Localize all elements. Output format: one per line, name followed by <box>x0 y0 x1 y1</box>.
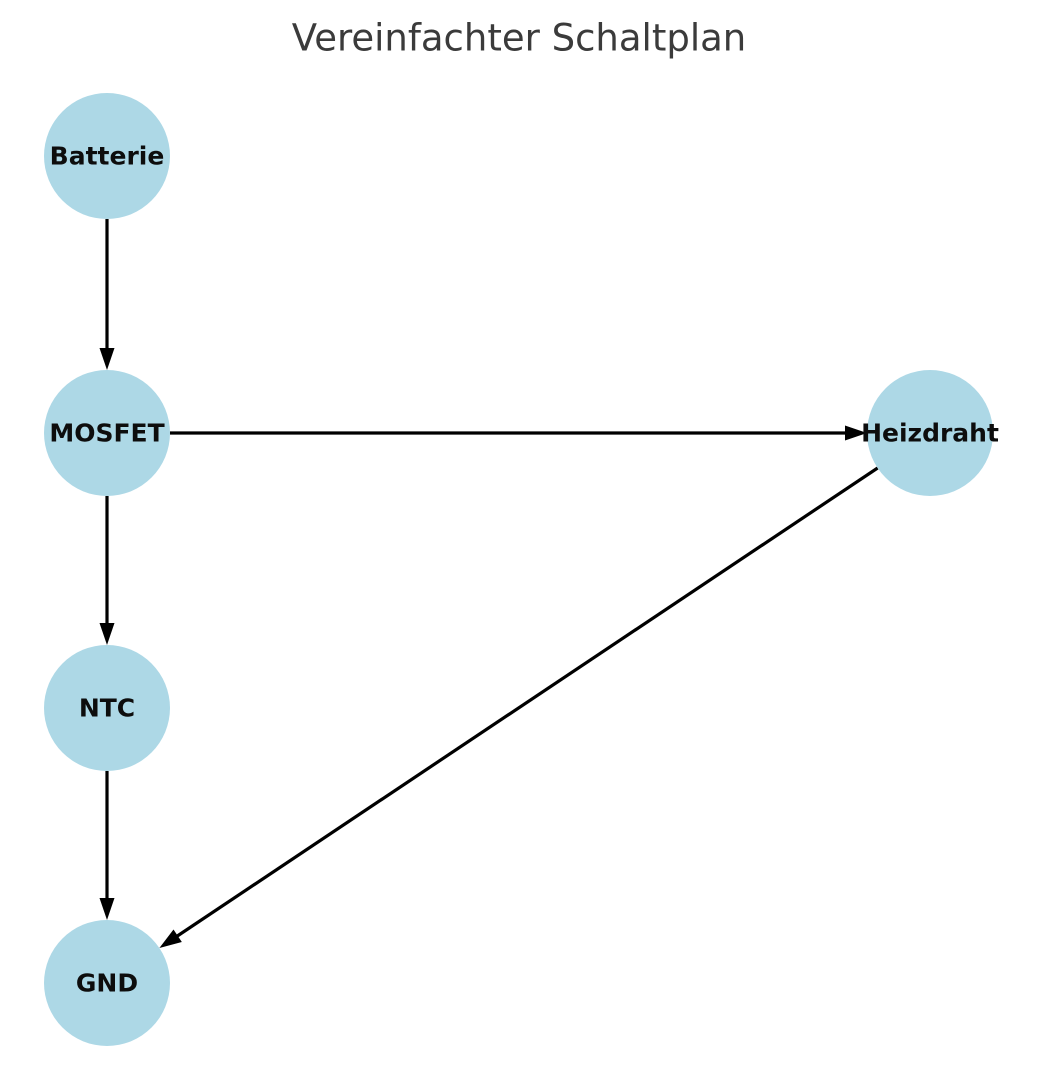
edge-arrowhead <box>99 898 115 920</box>
edge-mosfet-to-heizdraht <box>170 425 867 441</box>
node-mosfet[interactable]: MOSFET <box>44 370 170 496</box>
node-label-gnd: GND <box>76 969 138 998</box>
node-circle-mosfet[interactable] <box>44 370 170 496</box>
node-circle-heizdraht[interactable] <box>867 370 993 496</box>
edge-arrowhead <box>845 425 867 441</box>
node-batterie[interactable]: Batterie <box>44 93 170 219</box>
node-label-batterie: Batterie <box>50 142 165 171</box>
node-label-mosfet: MOSFET <box>49 419 164 448</box>
edge-ntc-to-gnd <box>99 771 115 920</box>
edge-arrowhead <box>159 929 182 948</box>
edge-batterie-to-mosfet <box>99 219 115 370</box>
node-label-ntc: NTC <box>79 694 135 723</box>
edge-arrowhead <box>99 623 115 645</box>
node-gnd[interactable]: GND <box>44 920 170 1046</box>
node-circle-batterie[interactable] <box>44 93 170 219</box>
node-label-heizdraht: Heizdraht <box>861 419 999 448</box>
edges-layer <box>99 219 879 948</box>
node-ntc[interactable]: NTC <box>44 645 170 771</box>
edge-shaft <box>175 466 879 939</box>
edge-heizdraht-to-gnd <box>159 466 879 948</box>
node-circle-ntc[interactable] <box>44 645 170 771</box>
node-circle-gnd[interactable] <box>44 920 170 1046</box>
page-title: Vereinfachter Schaltplan <box>292 17 746 60</box>
edge-arrowhead <box>99 348 115 370</box>
edge-mosfet-to-ntc <box>99 496 115 645</box>
node-heizdraht[interactable]: Heizdraht <box>861 370 999 496</box>
